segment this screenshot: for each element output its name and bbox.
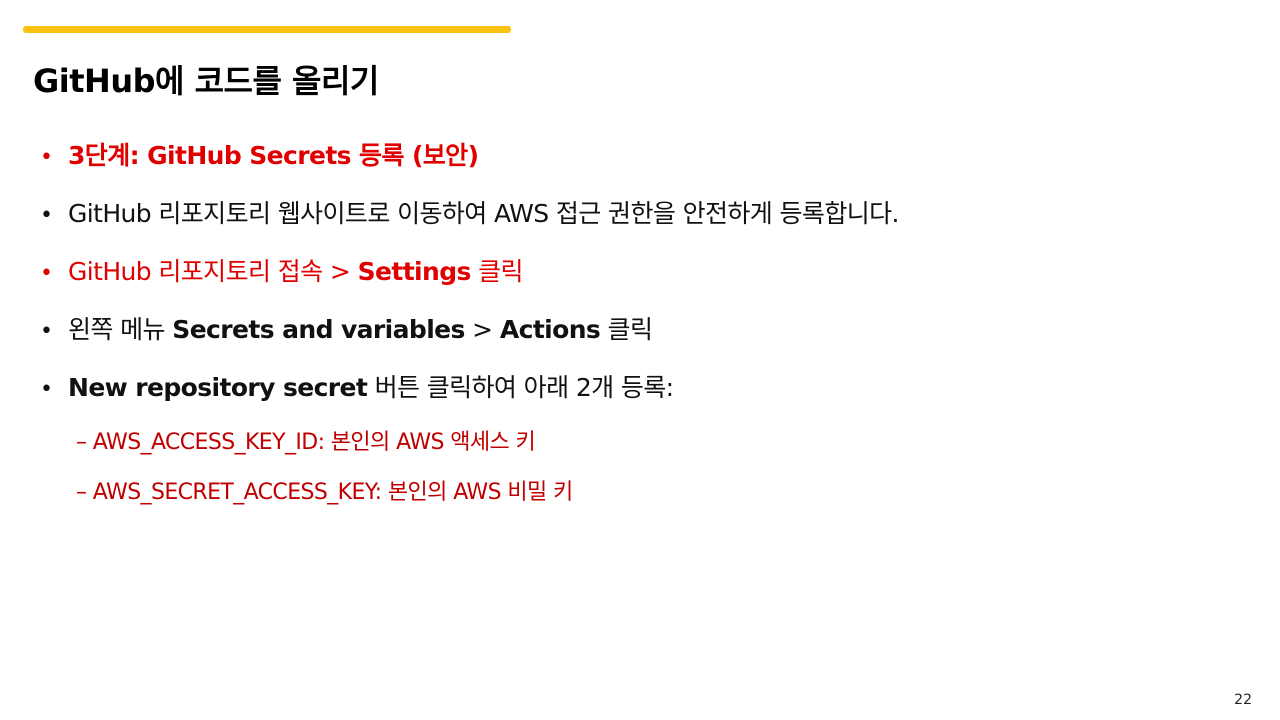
bullet-dot-icon: • — [40, 145, 53, 170]
secrets-and-variables-label: Secrets and variables — [172, 315, 465, 344]
sub-bullet-secret-access-key: – AWS_SECRET_ACCESS_KEY: 본인의 AWS 비밀 키 — [76, 480, 573, 505]
bullet-dot-icon: • — [40, 319, 53, 344]
bullet-dot-icon: • — [40, 261, 53, 286]
bullet-text: GitHub 리포지토리 접속 > — [68, 257, 358, 286]
bullet-text: GitHub 리포지토리 웹사이트로 이동하여 AWS 접근 권한을 안전하게 … — [68, 199, 899, 228]
title-accent-bar — [23, 26, 511, 33]
actions-label: Actions — [499, 315, 601, 344]
bullet-text: 버튼 클릭하여 아래 2개 등록: — [367, 373, 675, 402]
bullet-new-secret: • New repository secret 버튼 클릭하여 아래 2개 등록: — [40, 368, 674, 404]
bullet-text: 3단계: GitHub Secrets 등록 (보안) — [68, 141, 479, 170]
bullet-text: 클릭 — [600, 315, 653, 344]
bullet-intro: • GitHub 리포지토리 웹사이트로 이동하여 AWS 접근 권한을 안전하게… — [40, 194, 899, 230]
bullet-settings: • GitHub 리포지토리 접속 > Settings 클릭 — [40, 252, 524, 288]
bullet-text: > — [464, 315, 500, 344]
settings-label: Settings — [357, 257, 472, 286]
bullet-secrets-menu: • 왼쪽 메뉴 Secrets and variables > Actions 클… — [40, 310, 653, 346]
bullet-dot-icon: • — [40, 377, 53, 402]
bullet-dot-icon: • — [40, 203, 53, 228]
slide-title: GitHub에 코드를 올리기 — [33, 62, 379, 100]
new-repository-secret-label: New repository secret — [68, 373, 368, 402]
sub-bullet-access-key-id: – AWS_ACCESS_KEY_ID: 본인의 AWS 액세스 키 — [76, 430, 536, 455]
bullet-step-3: • 3단계: GitHub Secrets 등록 (보안) — [40, 136, 479, 172]
page-number: 22 — [1234, 692, 1252, 708]
bullet-text: 왼쪽 메뉴 — [68, 315, 173, 344]
bullet-text: 클릭 — [470, 257, 523, 286]
